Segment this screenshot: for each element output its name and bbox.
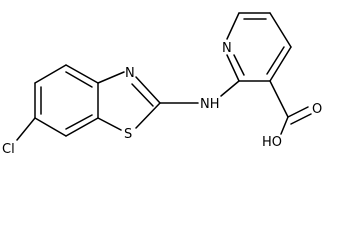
bond-n3-c2 (135, 76, 161, 104)
benzene-ring (34, 64, 99, 137)
double-bond-c4pyr-c3pyr (266, 46, 285, 75)
bond-c4pyr-c3pyr (269, 46, 292, 82)
bond-c-o-double (287, 106, 309, 118)
double-bond-c3a-c7a (65, 71, 93, 88)
atom-label-s: S (124, 127, 132, 142)
atom-label-nh: NH (200, 97, 220, 112)
chemical-structure: Cl S N NH N HO O (2, 12, 322, 156)
bond-n1-c6pyr (226, 12, 240, 40)
atom-label-ho: HO (262, 135, 282, 150)
bond-s1-c7a (97, 117, 122, 131)
bond-c-oh (280, 116, 289, 135)
bond-c3pyr-cooh (269, 80, 289, 118)
thiazole-ring (97, 71, 161, 131)
pyridine-ring (226, 12, 292, 82)
bond-c2-s1 (135, 102, 161, 129)
bond-c3a-c7a (65, 64, 99, 84)
bond-c2pyr-n1 (226, 54, 240, 82)
double-bond-c2pyr-n1 (233, 54, 245, 76)
bond-c6-cl (16, 117, 36, 141)
bond-c5-c6 (34, 117, 67, 137)
bond-c7-c3a (34, 64, 67, 84)
bond-c-o-double-2 (290, 113, 312, 125)
bond-c3a-n3 (97, 71, 125, 84)
double-bond-c4-c5 (65, 114, 93, 130)
bond-c5pyr-c4pyr (269, 12, 292, 48)
atom-label-n-pyridine: N (222, 41, 232, 56)
carboxylic-acid-group (269, 80, 312, 135)
bond-nh-c2pyr (220, 80, 240, 97)
atom-label-cl: Cl (2, 142, 15, 156)
bond-c4-c5 (65, 117, 99, 137)
atom-label-o: O (312, 102, 322, 117)
atom-label-n-thiazole: N (125, 66, 135, 81)
double-bond-n3-c2 (131, 83, 154, 107)
